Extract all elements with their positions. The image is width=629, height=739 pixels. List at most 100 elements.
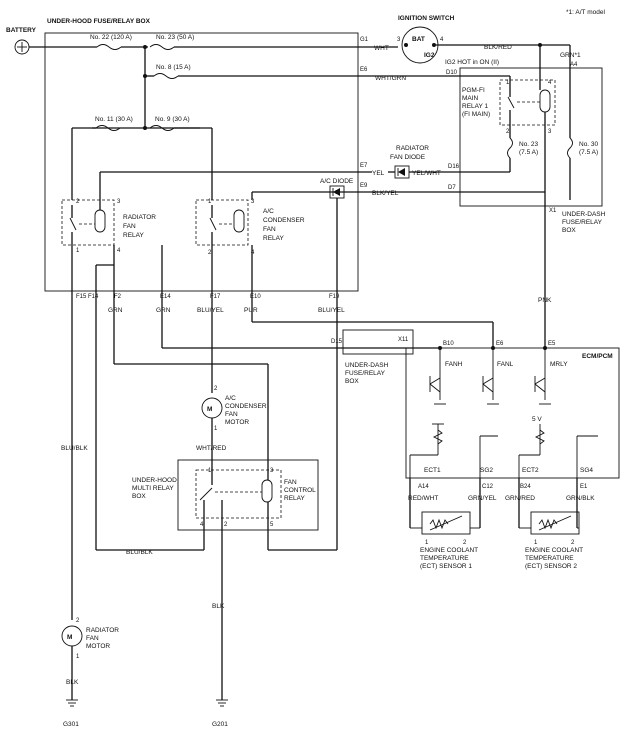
ac-diode: A/C DIODE: [320, 178, 354, 199]
wire-yel: YEL: [372, 170, 385, 177]
pgm-fi-main-relay: 1 4 2 3 PGM-FI MAIN RELAY 1 (FI MAIN): [462, 79, 556, 135]
ect1-pin1: 1: [425, 540, 429, 546]
radiator-fan-diode: RADIATOR FAN DIODE: [390, 145, 429, 179]
wire-grn-yel: GRN/YEL: [468, 495, 497, 502]
wire-wht: WHT: [374, 45, 389, 52]
ect-sensor-2: 1 2 ENGINE COOLANT TEMPERATURE (ECT) SEN…: [519, 511, 583, 570]
multi-box-label-2: MULTI RELAY: [132, 485, 174, 492]
fcr-label-3: RELAY: [284, 495, 305, 502]
fi-label-1: PGM-FI: [462, 87, 485, 94]
ac-relay-label-3: FAN: [263, 226, 276, 233]
fuse-8-label: No. 8 (15 A): [156, 64, 191, 71]
ect1-label-3: (ECT) SENSOR 1: [420, 563, 472, 570]
wire-yel-wht: YEL/WHT: [412, 170, 441, 177]
radiator-fan-motor: M 2 1 RADIATOR FAN MOTOR: [61, 618, 119, 660]
wire-blu-blk-1: BLU/BLK: [61, 445, 88, 452]
multi-box-label-3: BOX: [132, 493, 146, 500]
term-c12: C12: [482, 484, 494, 490]
term-f2: F2: [114, 294, 122, 300]
rad-relay-label-3: RELAY: [123, 232, 144, 239]
wire-grn-red: GRN/RED: [505, 495, 535, 502]
fuse-9-label: No. 9 (30 A): [155, 116, 190, 123]
rad-relay-pin1: 1: [76, 248, 80, 254]
term-d7: D7: [448, 185, 456, 191]
term-e6b: E6: [496, 341, 504, 347]
multi-box-label-1: UNDER-HOOD: [132, 477, 177, 484]
ac-motor-label-4: MOTOR: [225, 419, 249, 426]
ac-motor-label-2: CONDENSER: [225, 403, 267, 410]
fuse-22: [96, 44, 122, 50]
ign-ig2: IG2: [424, 52, 435, 59]
fcr-label-2: CONTROL: [284, 487, 316, 494]
fuse-30: [567, 137, 573, 159]
ac-relay-label-2: CONDENSER: [263, 217, 305, 224]
term-e6: E6: [360, 67, 368, 73]
wire-pnk: PNK: [538, 297, 552, 304]
term-e7: E7: [360, 163, 368, 169]
ect2-label-2: TEMPERATURE: [525, 555, 574, 562]
fcr-pin3: 3: [270, 468, 274, 474]
fi-pin3: 3: [548, 129, 552, 135]
g301-label: G301: [63, 721, 79, 728]
ect1-label-2: TEMPERATURE: [420, 555, 469, 562]
rad-motor-pin2: 2: [76, 618, 80, 624]
ac-relay-pin4: 4: [251, 250, 255, 256]
rad-relay-label-1: RADIATOR: [123, 214, 156, 221]
term-e9: E9: [360, 183, 368, 189]
term-x1: X1: [549, 208, 557, 214]
ignition-switch: BAT IG2 3 4 IGNITION SWITCH IG2 HOT in O…: [397, 15, 499, 66]
term-x11: X11: [398, 337, 409, 343]
term-d16: D16: [448, 164, 460, 170]
wire-red-wht: RED/WHT: [408, 495, 438, 502]
fi-pin4: 4: [548, 80, 552, 86]
wire-blu-blk-2: BLU/BLK: [126, 549, 153, 556]
ect2-label-3: (ECT) SENSOR 2: [525, 563, 577, 570]
fuse-23-small-rating: (7.5 A): [519, 149, 538, 156]
ect2-pin2: 2: [571, 540, 575, 546]
term-e5: E5: [548, 341, 556, 347]
rad-motor-pin1: 1: [76, 654, 80, 660]
fuse-22-label: No. 22 (120 A): [90, 34, 132, 41]
fuse-23-small-label: No. 23: [519, 141, 539, 148]
under-dash-box-2: [342, 329, 414, 355]
ground-g301: G301: [63, 699, 79, 728]
ac-motor-label-1: A/C: [225, 395, 236, 402]
rad-motor-label-3: MOTOR: [86, 643, 110, 650]
fi-label-3: RELAY 1: [462, 103, 489, 110]
ect2-label-1: ENGINE COOLANT: [525, 547, 583, 554]
fi-label-2: MAIN: [462, 95, 479, 102]
multi-relay-box: [177, 459, 319, 531]
ign-hot-note: IG2 HOT in ON (II): [445, 59, 499, 66]
ac-relay-label-4: RELAY: [263, 235, 284, 242]
ground-g201: G201: [212, 699, 228, 728]
term-b10: B10: [443, 341, 454, 347]
radiator-fan-relay: 2 3 1 4 RADIATOR FAN RELAY: [61, 199, 156, 254]
battery: BATTERY: [6, 27, 37, 55]
fanl-label: FANL: [497, 361, 514, 368]
fuse-9: [149, 125, 175, 131]
dash-box-label-3: BOX: [562, 227, 576, 234]
wire-wht-red: WHT/RED: [196, 445, 227, 452]
wire-pur: PUR: [244, 307, 258, 314]
wire-blu-yel-2: BLU/YEL: [318, 307, 345, 314]
rad-relay-pin4: 4: [117, 248, 121, 254]
term-f14: F14: [88, 294, 99, 300]
dash-box2-label-1: UNDER-DASH: [345, 362, 389, 369]
wire-blk-red: BLK/RED: [484, 44, 512, 51]
dash-box2-label-3: BOX: [345, 378, 359, 385]
ect1-label: ECT1: [424, 467, 441, 474]
fcr-pin5: 5: [270, 522, 274, 528]
wire-grn-2: GRN: [156, 307, 171, 314]
rad-motor-m: M: [67, 634, 72, 641]
wire-blk-2: BLK: [212, 603, 225, 610]
fuse-23: [149, 44, 175, 50]
ect1-label-1: ENGINE COOLANT: [420, 547, 478, 554]
ac-condenser-fan-motor: M 2 1 A/C CONDENSER FAN MOTOR: [201, 386, 267, 432]
fuse-8: [153, 73, 179, 79]
five-v-label: 5 V: [532, 416, 542, 423]
ac-relay-pin2: 2: [208, 250, 212, 256]
under-dash-fuse-box: [459, 67, 603, 207]
rad-diode-label-2: FAN DIODE: [390, 154, 426, 161]
term-d10: D10: [446, 70, 458, 76]
